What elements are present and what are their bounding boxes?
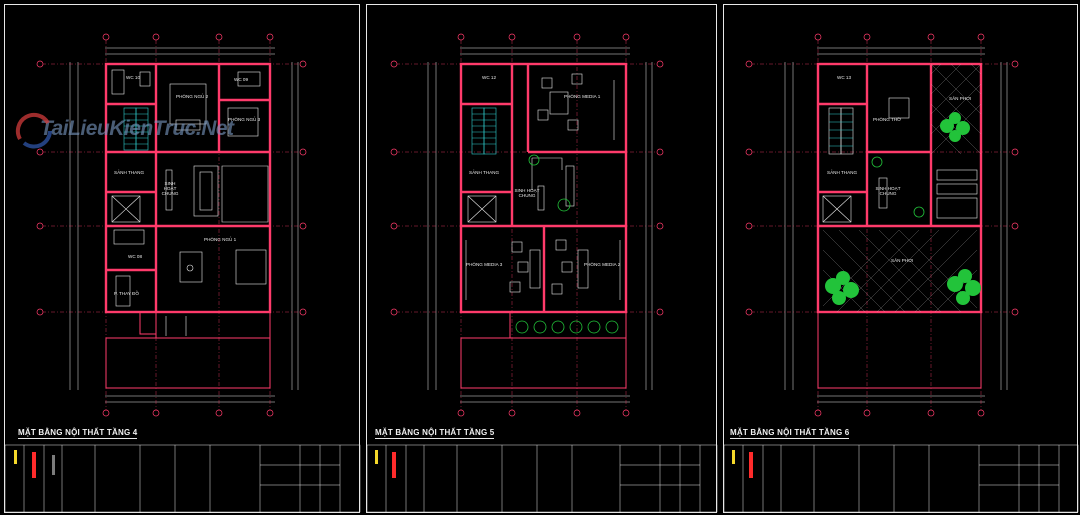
room-label: PHÒNG MEDIA 1 (564, 94, 601, 99)
room-label: PHÒNG NGỦ 3 (228, 117, 261, 122)
plan-title: MẶT BẰNG NỘI THẤT TẦNG 5 (375, 428, 495, 439)
room-label: SÂN PHƠI (949, 96, 972, 101)
room-label: WC 10 (126, 75, 141, 80)
sheet-floor-4: WC 10 PHÒNG NGỦ 2 WC 09 PHÒNG NGỦ 3 SẢNH… (0, 0, 362, 515)
room-label: PHÒNG MEDIA 2 (584, 262, 621, 267)
sheet-floor-6: WC 13 PHÒNG THỜ SÂN PHƠI SẢNH THANG SINH… (719, 0, 1080, 515)
room-label: WC 09 (234, 77, 249, 82)
room-label: PHÒNG NGỦ 1 (204, 237, 237, 242)
sheet-border (4, 4, 360, 513)
sheet-floor-5: WC 12 PHÒNG MEDIA 1 SẢNH THANG SINH HOẠT… (362, 0, 719, 515)
room-label: SINH HOẠT CHUNG (161, 181, 179, 196)
title-block (723, 444, 1079, 513)
room-label: P. THAY ĐỒ (114, 291, 139, 296)
room-label: SẢNH THANG (469, 170, 500, 175)
room-label: WC 13 (837, 75, 852, 80)
floor-plan-6 (745, 33, 1019, 417)
title-block (4, 444, 361, 513)
room-label: PHÒNG NGỦ 2 (176, 94, 209, 99)
watermark-text: TaiLieuKienTruc.Net (40, 117, 234, 140)
floor-plan-5 (390, 33, 664, 417)
room-label: WC 08 (128, 254, 143, 259)
room-label: PHÒNG THỜ (873, 117, 902, 122)
room-label: PHÒNG MEDIA 3 (466, 262, 503, 267)
room-label: SÂN PHƠI (891, 258, 914, 263)
floor-plan-4 (36, 33, 307, 417)
room-label: WC 12 (482, 75, 497, 80)
room-label: SINH HOẠT CHUNG (514, 188, 540, 198)
sheet-border (366, 4, 717, 513)
title-block (366, 444, 718, 513)
room-label: SẢNH THANG (114, 170, 145, 175)
sheet-border (723, 4, 1078, 513)
plan-title: MẶT BẰNG NỘI THẤT TẦNG 6 (730, 428, 850, 439)
watermark-logo-icon (15, 112, 52, 149)
plan-title: MẶT BẰNG NỘI THẤT TẦNG 4 (18, 428, 138, 439)
room-label: SINH HOẠT CHUNG (875, 186, 901, 196)
watermark: TaiLieuKienTruc.Net (14, 104, 234, 154)
room-label: SẢNH THANG (827, 170, 858, 175)
